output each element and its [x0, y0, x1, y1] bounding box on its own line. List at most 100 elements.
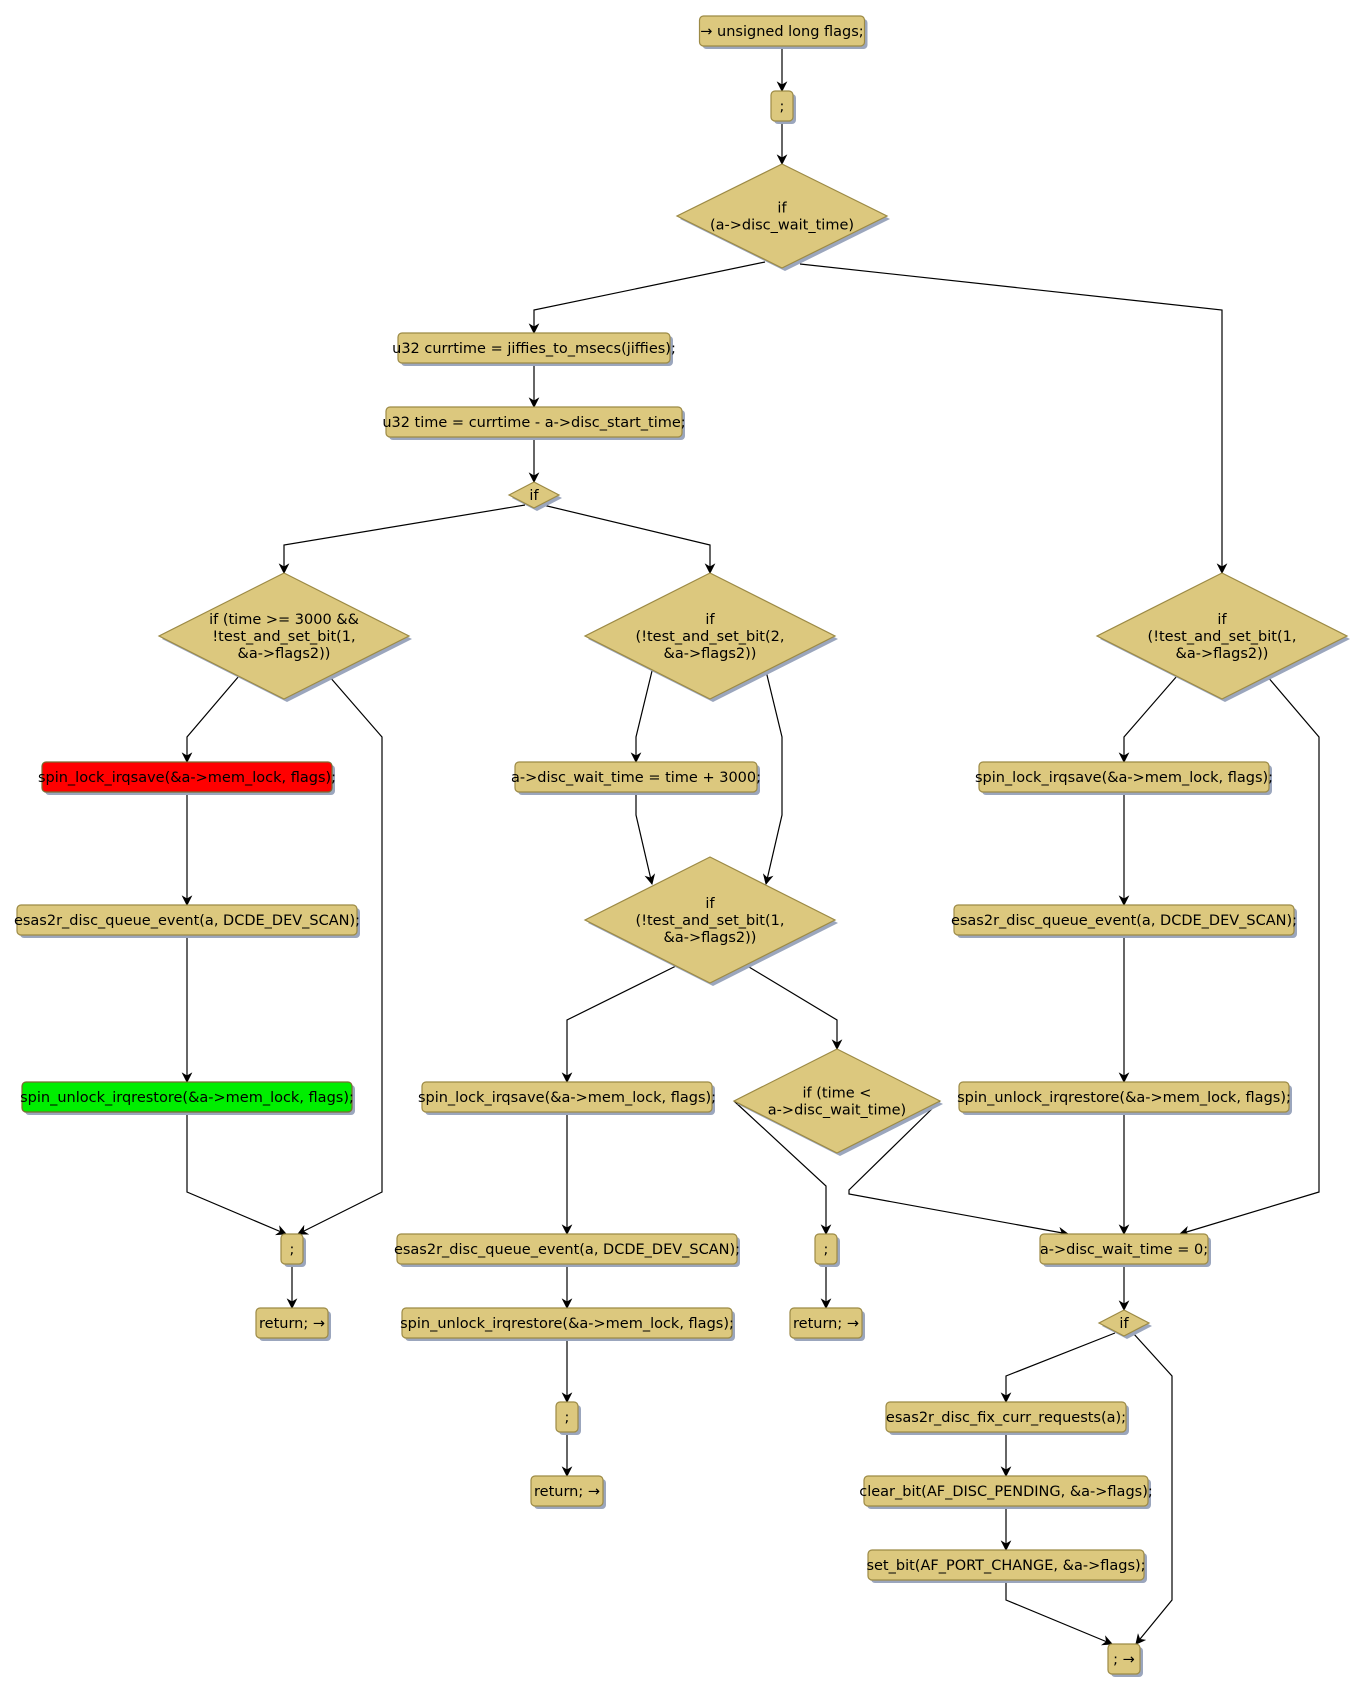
decision-node-if-bit1-r: if(!test_and_set_bit(1,&a->flags2))	[1095, 572, 1350, 702]
diamond-shape	[675, 163, 889, 269]
node-label: ;	[824, 1242, 829, 1258]
statement-node-queue-l: esas2r_disc_queue_event(a, DCDE_DEV_SCAN…	[14, 904, 360, 938]
statement-node-clear: clear_bit(AF_DISC_PENDING, &a->flags);	[859, 1475, 1153, 1509]
box-shape	[863, 1475, 1149, 1507]
statement-node-unlock-green: spin_unlock_irqrestore(&a->mem_lock, fla…	[20, 1081, 355, 1115]
box-shape	[41, 761, 333, 793]
edge-if_wait-to-if_bit1_r	[799, 263, 1228, 575]
statement-node-unlock-r: spin_unlock_irqrestore(&a->mem_lock, fla…	[957, 1081, 1292, 1115]
statement-node-fix: esas2r_disc_fix_curr_requests(a);	[885, 1401, 1129, 1435]
node-label: ;	[780, 99, 785, 115]
node-label: u32 time = currtime - a->disc_start_time…	[382, 415, 685, 431]
decision-node-if-small: if	[507, 481, 562, 511]
node-label: esas2r_disc_queue_event(a, DCDE_DEV_SCAN…	[394, 1242, 740, 1258]
edge-if_small2-to-fix	[1000, 1332, 1116, 1404]
diamond-shape	[583, 856, 837, 984]
statement-node-lock-m: spin_lock_irqsave(&a->mem_lock, flags);	[418, 1081, 716, 1115]
statement-node-lock-r: spin_lock_irqsave(&a->mem_lock, flags);	[975, 761, 1273, 795]
box-shape	[514, 761, 758, 793]
edge-if_bit1_r-to-wait0	[1178, 675, 1320, 1237]
node-label: return; →	[534, 1484, 600, 1500]
node-label: esas2r_disc_fix_curr_requests(a);	[886, 1410, 1126, 1426]
node-label: if	[705, 896, 715, 912]
node-label: spin_unlock_irqrestore(&a->mem_lock, fla…	[400, 1316, 734, 1332]
statement-node-semi-l: ;	[280, 1233, 306, 1267]
node-label: spin_lock_irqsave(&a->mem_lock, flags);	[418, 1090, 716, 1106]
box-shape	[978, 761, 1270, 793]
edge-if_wait-to-currtime	[528, 261, 766, 335]
edge-if_timelt-to-wait0	[848, 1100, 1070, 1238]
statement-node-queue-r: esas2r_disc_queue_event(a, DCDE_DEV_SCAN…	[951, 904, 1297, 938]
decision-node-if-bit1-m: if(!test_and_set_bit(1,&a->flags2))	[583, 856, 838, 986]
edge-if_timelt-to-semi_t	[733, 1100, 832, 1236]
statement-node-wait3000: a->disc_wait_time = time + 3000;	[511, 761, 761, 795]
edge-wait3000-to-if_bit1_m	[635, 792, 656, 886]
node-label: spin_unlock_irqrestore(&a->mem_lock, fla…	[957, 1090, 1291, 1106]
decision-node-if-timelt: if (time <a->disc_wait_time)	[732, 1048, 943, 1156]
box-shape	[953, 904, 1295, 936]
node-label: ; →	[1113, 1652, 1135, 1668]
box-shape	[1107, 1643, 1141, 1675]
diamond-shape	[732, 1048, 942, 1154]
statement-node-queue-m: esas2r_disc_queue_event(a, DCDE_DEV_SCAN…	[394, 1233, 740, 1267]
statement-node-semi-m: ;	[555, 1401, 581, 1435]
node-label: return; →	[793, 1316, 859, 1332]
node-label: esas2r_disc_queue_event(a, DCDE_DEV_SCAN…	[14, 913, 360, 929]
node-label: if (time >= 3000 &&	[209, 612, 359, 628]
node-label: spin_lock_irqsave(&a->mem_lock, flags);	[38, 770, 336, 786]
node-label: clear_bit(AF_DISC_PENDING, &a->flags);	[859, 1484, 1153, 1500]
node-label: u32 currtime = jiffies_to_msecs(jiffies)…	[392, 341, 676, 357]
decision-node-if-3000: if (time >= 3000 &&!test_and_set_bit(1,&…	[157, 572, 412, 702]
node-label: spin_lock_irqsave(&a->mem_lock, flags);	[975, 770, 1273, 786]
node-label: if	[777, 201, 787, 217]
node-label: a->disc_wait_time)	[768, 1103, 906, 1119]
statement-node-unlock-m: spin_unlock_irqrestore(&a->mem_lock, fla…	[400, 1307, 735, 1341]
edge-if_small-to-if_bit2	[542, 504, 716, 575]
node-label: (a->disc_wait_time)	[710, 218, 854, 234]
decision-node-if-small2: if	[1097, 1309, 1152, 1339]
box-shape	[385, 406, 683, 438]
edges	[181, 46, 1320, 1646]
diamond-shape	[1095, 572, 1349, 700]
edge-if_bit2-to-wait3000	[630, 670, 653, 764]
node-label: &a->flags2))	[238, 646, 331, 662]
edge-set-to-end	[1005, 1580, 1113, 1646]
statement-node-time: u32 time = currtime - a->disc_start_time…	[382, 406, 686, 440]
statement-node-semi-t: ;	[814, 1233, 840, 1267]
node-label: (!test_and_set_bit(1,	[636, 913, 785, 929]
box-shape	[396, 1233, 738, 1265]
node-label: &a->flags2))	[664, 646, 757, 662]
node-label: a->disc_wait_time = time + 3000;	[511, 770, 761, 786]
node-label: if	[529, 488, 539, 504]
box-shape	[789, 1307, 863, 1339]
diamond-shape	[583, 572, 837, 700]
node-label: set_bit(AF_PORT_CHANGE, &a->flags);	[866, 1558, 1145, 1574]
statement-node-return-l: return; →	[255, 1307, 331, 1341]
edge-if_bit2-to-if_bit1_m	[762, 670, 783, 886]
diamond-shape	[507, 481, 561, 509]
diamond-shape	[1097, 1309, 1151, 1337]
box-shape	[421, 1081, 713, 1113]
box-shape	[16, 904, 358, 936]
node-label: &a->flags2))	[1176, 646, 1269, 662]
box-shape	[21, 1081, 353, 1113]
edge-if_3000-to-lock_red	[181, 675, 240, 764]
nodes: → unsigned long flags;;if(a->disc_wait_t…	[14, 15, 1350, 1677]
box-shape	[698, 15, 866, 47]
node-label: (!test_and_set_bit(2,	[636, 629, 785, 645]
edge-if_small-to-if_3000	[278, 504, 526, 575]
box-shape	[1039, 1233, 1209, 1265]
box-shape	[397, 332, 671, 364]
statement-node-end: ; →	[1107, 1643, 1143, 1677]
node-label: if	[1119, 1316, 1129, 1332]
statement-node-return-m: return; →	[530, 1475, 606, 1509]
statement-node-set: set_bit(AF_PORT_CHANGE, &a->flags);	[866, 1549, 1147, 1583]
box-shape	[770, 90, 794, 122]
edge-if_small2-to-end	[1132, 1332, 1173, 1645]
statement-node-flags: → unsigned long flags;	[698, 15, 868, 49]
edge-if_bit1_r-to-lock_r	[1118, 675, 1178, 764]
node-label: return; →	[259, 1316, 325, 1332]
node-label: &a->flags2))	[664, 930, 757, 946]
box-shape	[867, 1549, 1145, 1581]
